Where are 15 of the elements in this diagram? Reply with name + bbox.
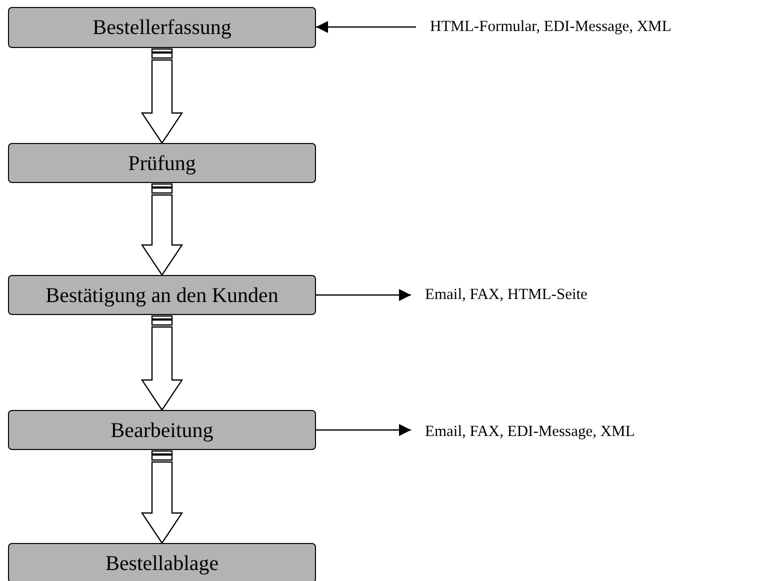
format-label: Email, FAX, EDI-Message, XML — [425, 423, 635, 441]
block-arrow — [140, 315, 184, 412]
format-label: Email, FAX, HTML-Seite — [425, 286, 588, 304]
block-arrow — [140, 183, 184, 276]
process-box: Bestellablage — [8, 543, 316, 581]
arrow — [316, 424, 411, 436]
block-arrow — [140, 48, 184, 144]
process-box: Prüfung — [8, 143, 316, 183]
arrow — [316, 21, 416, 33]
process-box: Bestellerfassung — [8, 7, 316, 48]
arrow — [316, 289, 411, 301]
format-label: HTML-Formular, EDI-Message, XML — [430, 18, 672, 36]
process-box: Bearbeitung — [8, 410, 316, 450]
process-box: Bestätigung an den Kunden — [8, 275, 316, 315]
block-arrow — [140, 450, 184, 544]
